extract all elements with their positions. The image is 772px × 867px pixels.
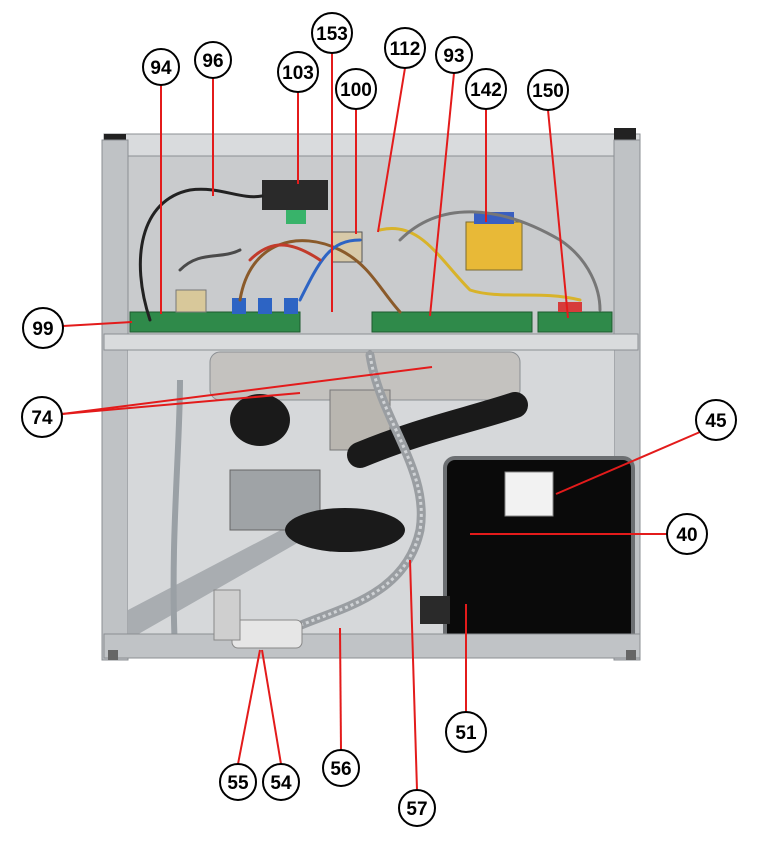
leader-line-57-0 bbox=[409, 559, 418, 791]
callout-bubble-55 bbox=[219, 763, 257, 801]
callout-label-99: 99 bbox=[32, 319, 53, 340]
callout-label-112: 112 bbox=[390, 39, 421, 60]
leader-line-93-0 bbox=[429, 72, 455, 317]
control-board-left bbox=[129, 311, 301, 333]
callout-112: 112 bbox=[377, 27, 426, 233]
transformer bbox=[465, 221, 523, 271]
callout-bubble-57 bbox=[398, 789, 436, 827]
callout-label-153: 153 bbox=[316, 24, 348, 45]
callout-bubble-40 bbox=[666, 513, 708, 555]
motor bbox=[285, 508, 405, 552]
left-side-post bbox=[101, 139, 129, 661]
leader-line-99-0 bbox=[62, 321, 133, 327]
pcb-shelf bbox=[103, 333, 639, 351]
callout-label-96: 96 bbox=[202, 51, 223, 72]
callout-label-55: 55 bbox=[227, 773, 249, 794]
callout-bubble-153 bbox=[311, 12, 353, 54]
callout-label-100: 100 bbox=[340, 80, 372, 101]
base-rail bbox=[103, 633, 641, 659]
callout-bubble-99 bbox=[22, 307, 64, 349]
callout-label-142: 142 bbox=[470, 80, 502, 101]
callout-bubble-100 bbox=[335, 68, 377, 110]
callout-bubble-94 bbox=[142, 48, 180, 86]
callout-103: 103 bbox=[277, 51, 319, 184]
callout-94: 94 bbox=[142, 48, 180, 314]
callout-51: 51 bbox=[445, 604, 487, 753]
callout-99: 99 bbox=[22, 307, 133, 349]
callout-40: 40 bbox=[470, 513, 708, 555]
callout-label-103: 103 bbox=[282, 63, 314, 84]
leader-line-112-0 bbox=[377, 67, 406, 233]
leader-line-54-0 bbox=[261, 649, 282, 765]
control-board-right bbox=[537, 311, 613, 333]
solenoid-valve bbox=[231, 619, 303, 649]
callout-96: 96 bbox=[194, 41, 232, 196]
callout-150: 150 bbox=[527, 69, 569, 319]
callout-label-54: 54 bbox=[270, 773, 292, 794]
leader-line-150-0 bbox=[547, 109, 569, 319]
terminal-block bbox=[331, 231, 363, 263]
leader-line-56-0 bbox=[339, 627, 342, 751]
leader-line-55-0 bbox=[237, 649, 261, 765]
callout-bubble-93 bbox=[435, 36, 473, 74]
callout-bubble-103 bbox=[277, 51, 319, 93]
relay-block bbox=[262, 180, 328, 210]
leader-line-45-0 bbox=[555, 431, 701, 495]
callout-56: 56 bbox=[322, 627, 360, 787]
callout-label-94: 94 bbox=[150, 58, 172, 79]
callout-153: 153 bbox=[311, 12, 353, 312]
callout-bubble-96 bbox=[194, 41, 232, 79]
callout-label-74: 74 bbox=[31, 408, 53, 429]
callout-label-56: 56 bbox=[330, 759, 351, 780]
leader-line-74-1 bbox=[61, 366, 433, 415]
callout-label-40: 40 bbox=[676, 525, 697, 546]
callout-142: 142 bbox=[465, 68, 507, 222]
callout-74: 74 bbox=[21, 366, 433, 438]
black-hose bbox=[347, 392, 528, 468]
callout-bubble-56 bbox=[322, 749, 360, 787]
callout-bubble-150 bbox=[527, 69, 569, 111]
callout-label-45: 45 bbox=[705, 411, 727, 432]
callout-bubble-45 bbox=[695, 399, 737, 441]
callout-bubble-142 bbox=[465, 68, 507, 110]
callout-57: 57 bbox=[398, 559, 436, 827]
callout-55: 55 bbox=[219, 649, 261, 801]
callout-bubble-51 bbox=[445, 711, 487, 753]
cabinet-top-rail bbox=[103, 133, 641, 157]
callout-100: 100 bbox=[335, 68, 377, 234]
callout-label-93: 93 bbox=[443, 46, 464, 67]
callout-bubble-112 bbox=[384, 27, 426, 69]
callout-label-51: 51 bbox=[455, 723, 477, 744]
callout-93: 93 bbox=[429, 36, 473, 317]
callout-label-150: 150 bbox=[532, 81, 564, 102]
control-board-middle bbox=[371, 311, 533, 333]
tank-connector bbox=[504, 471, 554, 517]
appliance-photo bbox=[101, 128, 641, 661]
callout-bubble-74 bbox=[21, 396, 63, 438]
callout-label-57: 57 bbox=[406, 799, 427, 820]
callout-54: 54 bbox=[261, 649, 300, 801]
leader-line-74-0 bbox=[61, 392, 301, 415]
callout-45: 45 bbox=[555, 399, 737, 495]
callout-bubble-54 bbox=[262, 763, 300, 801]
